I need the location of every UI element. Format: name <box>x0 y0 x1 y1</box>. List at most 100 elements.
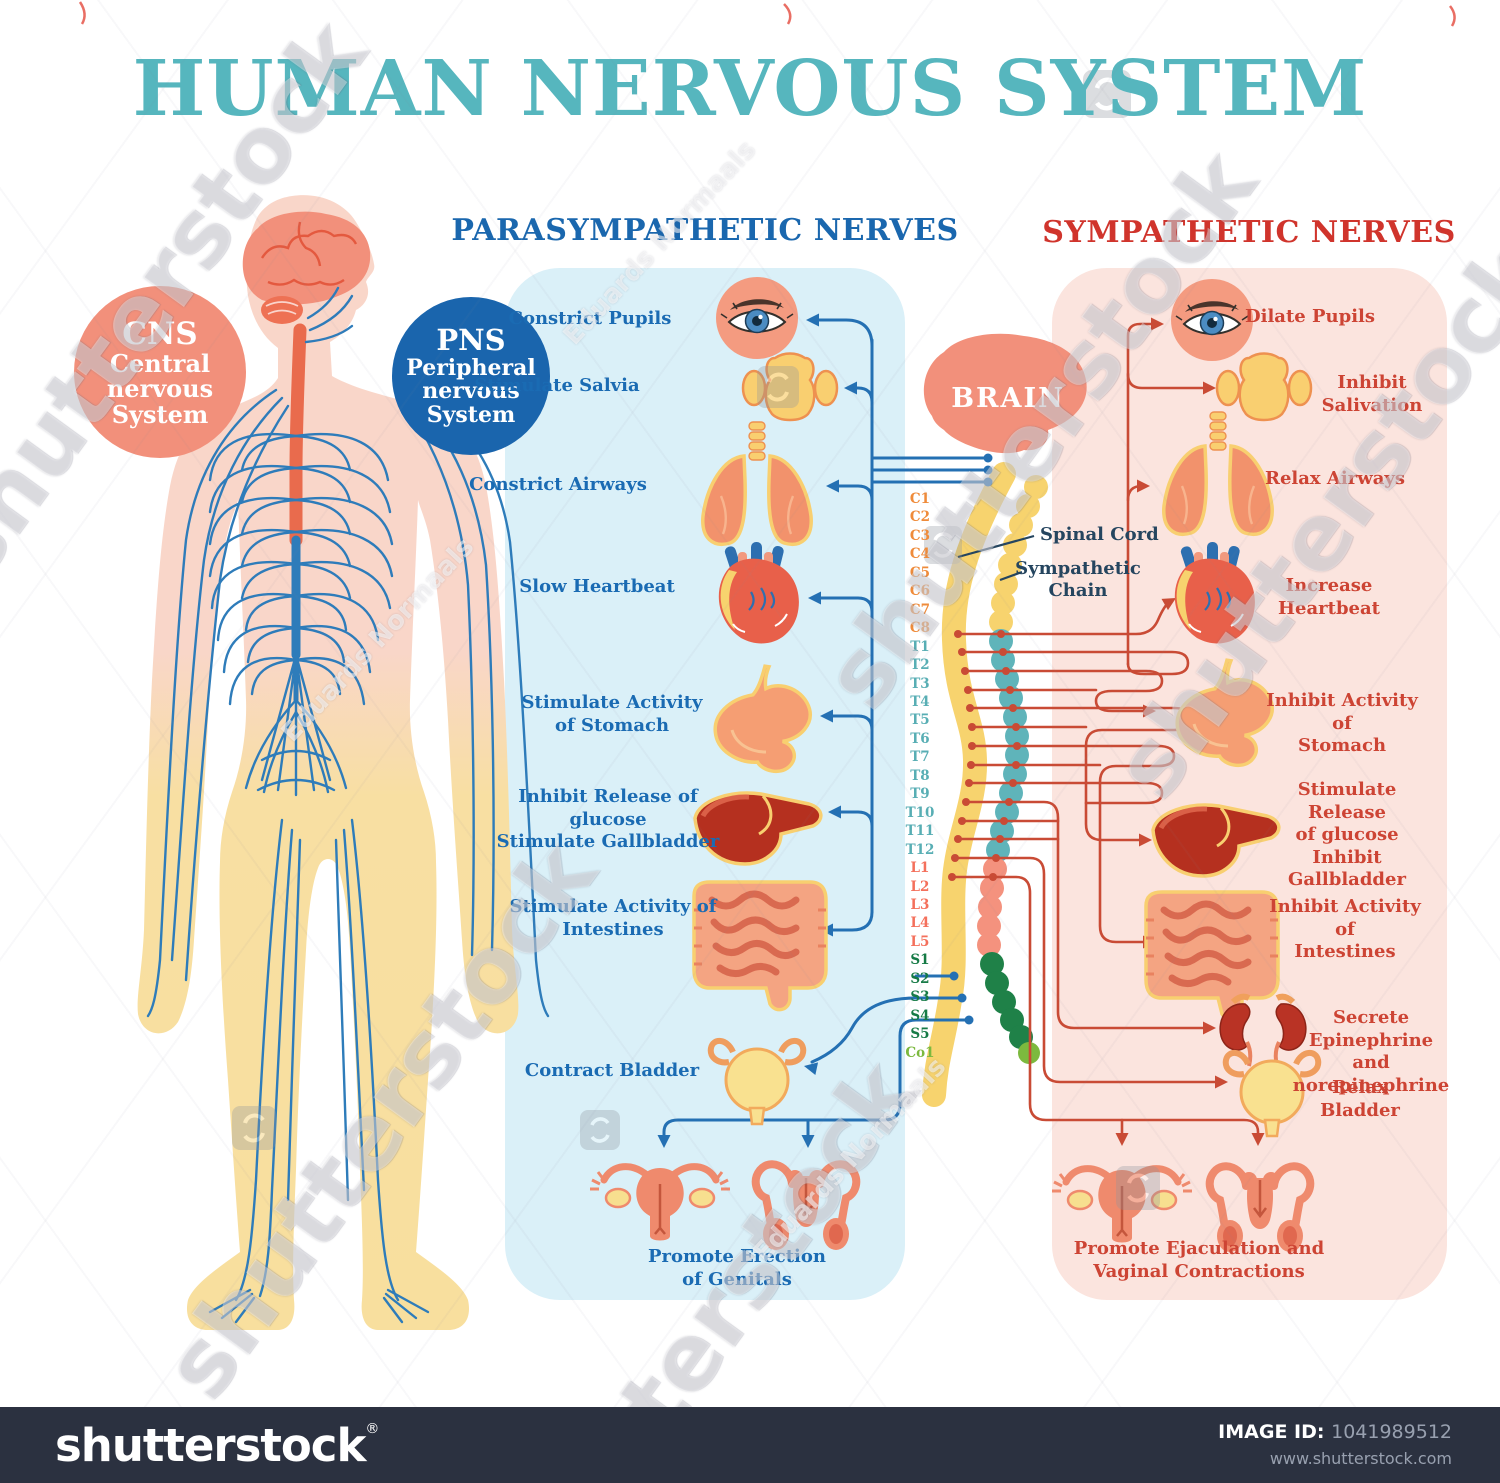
heart-icon <box>717 540 801 645</box>
vertebra-label: L2 <box>910 878 930 895</box>
vertebra-label: T4 <box>910 693 930 710</box>
vertebra-label: S2 <box>910 970 930 987</box>
vertebra-label: L3 <box>910 896 930 913</box>
eye-icon <box>715 276 799 360</box>
vertebra-label: T11 <box>905 823 935 840</box>
image-id-value: 1041989512 <box>1331 1421 1452 1443</box>
label-increase-heartbeat: Increase Heartbeat <box>1278 575 1380 619</box>
pns-abbreviation: PNS <box>436 323 506 358</box>
vertebra-label: T3 <box>910 675 930 692</box>
label-constrict-airways: Constrict Airways <box>469 474 647 495</box>
parasympathetic-arrows <box>657 313 993 1148</box>
vertebra-label: C1 <box>909 491 931 507</box>
cns-abbreviation: CNS <box>122 315 198 352</box>
pns-badge: PNS Peripheral nervous System <box>392 297 550 455</box>
female-genitals-icon <box>590 1167 730 1241</box>
vertebra-label: L1 <box>910 860 930 877</box>
sympathetic-arrows <box>948 317 1265 1146</box>
male-genitals-icon <box>756 1164 857 1250</box>
vertebra-label: C8 <box>909 620 931 637</box>
sympathetic-chain-label: Sympathetic Chain <box>1015 558 1141 601</box>
label-inhibit-salivation: Inhibit Salivation <box>1321 372 1423 416</box>
vertebra-label: T5 <box>910 712 930 729</box>
brain-label: BRAIN <box>951 383 1065 414</box>
label-promote-erection: Promote Erection of Genitals <box>648 1246 826 1290</box>
label-slow-heartbeat: Slow Heartbeat <box>519 576 675 597</box>
vertebra-label: T2 <box>910 657 930 674</box>
label-promote-ejaculation: Promote Ejaculation and Vaginal Contract… <box>1073 1238 1325 1282</box>
label-secrete-epinephrine: Secrete Epinephrine and norepinephrine <box>1292 1007 1450 1096</box>
lungs-icon <box>701 420 813 547</box>
label-constrict-pupils: Constrict Pupils <box>508 308 672 329</box>
label-stimulate-glucose: Stimulate Release of glucose Inhibit Gal… <box>1288 779 1406 890</box>
spinal-cord-label: Spinal Cord <box>1040 524 1159 545</box>
footer-meta: IMAGE ID: 1041989512 www.shutterstock.co… <box>1218 1421 1452 1468</box>
shutterstock-logo: shutterstock® <box>55 1419 379 1472</box>
label-stimulate-intestines: Stimulate Activity of Intestines <box>509 896 717 940</box>
label-inhibit-stomach: Inhibit Activity of Stomach <box>1266 690 1418 756</box>
brain-icon <box>923 333 1087 454</box>
vertebra-label: C4 <box>909 546 931 563</box>
vertebra-label: T7 <box>910 749 930 766</box>
salivary-glands-icon <box>1215 352 1313 422</box>
shutterstock-logo-text: shutterstock <box>55 1419 366 1472</box>
vertebra-label: T8 <box>910 767 930 784</box>
vertebra-label: T6 <box>910 730 930 747</box>
human-body-illustration <box>137 195 550 1330</box>
eye-icon <box>1170 278 1254 362</box>
vertebra-label: S4 <box>910 1007 930 1024</box>
vertebra-label: C6 <box>909 583 931 600</box>
page-title: HUMAN NERVOUS SYSTEM <box>132 44 1368 134</box>
bladder-icon <box>711 1041 804 1124</box>
parasympathetic-panel <box>505 268 905 1300</box>
sympathetic-connectors <box>950 322 1260 1142</box>
body-spinal-cord <box>289 323 307 547</box>
image-id: IMAGE ID: 1041989512 <box>1218 1421 1452 1443</box>
shutterstock-url: www.shutterstock.com <box>1269 1449 1452 1468</box>
label-inhibit-glucose: Inhibit Release of glucose Stimulate Gal… <box>496 786 720 852</box>
vertebra-label: C3 <box>909 527 931 544</box>
vertebra-label: L4 <box>910 915 930 932</box>
parasympathetic-title: PARASYMPATHETIC NERVES <box>451 213 959 248</box>
vertebra-label: L5 <box>910 933 930 950</box>
stomach-icon <box>708 658 818 777</box>
vertebra-label: T10 <box>905 804 935 821</box>
vertebra-label: C5 <box>909 564 931 581</box>
intestines-icon <box>1146 892 1278 1020</box>
vertebra-label: S3 <box>910 989 930 1006</box>
body-nerves <box>146 286 550 1324</box>
lungs-icon <box>1162 410 1274 537</box>
label-stimulate-salvia: Stimulate Salvia <box>474 375 640 396</box>
label-inhibit-intestines: Inhibit Activity of Intestines <box>1269 896 1421 962</box>
watermark-artifacts <box>78 1 1456 27</box>
shutterstock-footer-bar: shutterstock® IMAGE ID: 1041989512 www.s… <box>0 1407 1500 1483</box>
cns-badge: CNS Central nervous System <box>74 286 246 458</box>
label-stimulate-stomach: Stimulate Activity of Stomach <box>521 692 703 736</box>
vertebra-label: Co1 <box>905 1044 935 1061</box>
vertebra-label: S1 <box>910 952 930 969</box>
vertebrae-labels: C1 C2 C3 C4 C5 C6 C7 C8 T1 T2 T3 T4 T5 T… <box>890 490 950 1062</box>
parasympathetic-connectors <box>662 318 986 1144</box>
watermark-icon-squares <box>232 70 1160 1210</box>
label-relax-airways: Relax Airways <box>1265 468 1405 489</box>
registered-mark: ® <box>365 1421 379 1437</box>
vertebra-label: T12 <box>905 841 935 858</box>
liver-icon <box>1153 805 1279 876</box>
image-id-label: IMAGE ID: <box>1218 1421 1325 1443</box>
vertebra-label: T1 <box>910 638 930 655</box>
leader-lines <box>957 534 1035 582</box>
label-dilate-pupils: Dilate Pupils <box>1245 306 1375 327</box>
pns-label: Peripheral nervous System <box>406 354 536 428</box>
label-relax-bladder: Relax Bladder <box>1320 1077 1400 1121</box>
spinal-cord-icon <box>922 462 1016 1107</box>
vertebra-label: S5 <box>910 1026 930 1043</box>
spine-diagram <box>922 333 1087 1107</box>
cns-label: Central nervous System <box>106 348 214 429</box>
vertebra-label: C2 <box>909 509 931 526</box>
vertebra-label: C7 <box>909 601 931 618</box>
body-brain-icon <box>242 211 371 324</box>
vertebra-label: T9 <box>910 786 930 803</box>
label-contract-bladder: Contract Bladder <box>524 1060 700 1081</box>
